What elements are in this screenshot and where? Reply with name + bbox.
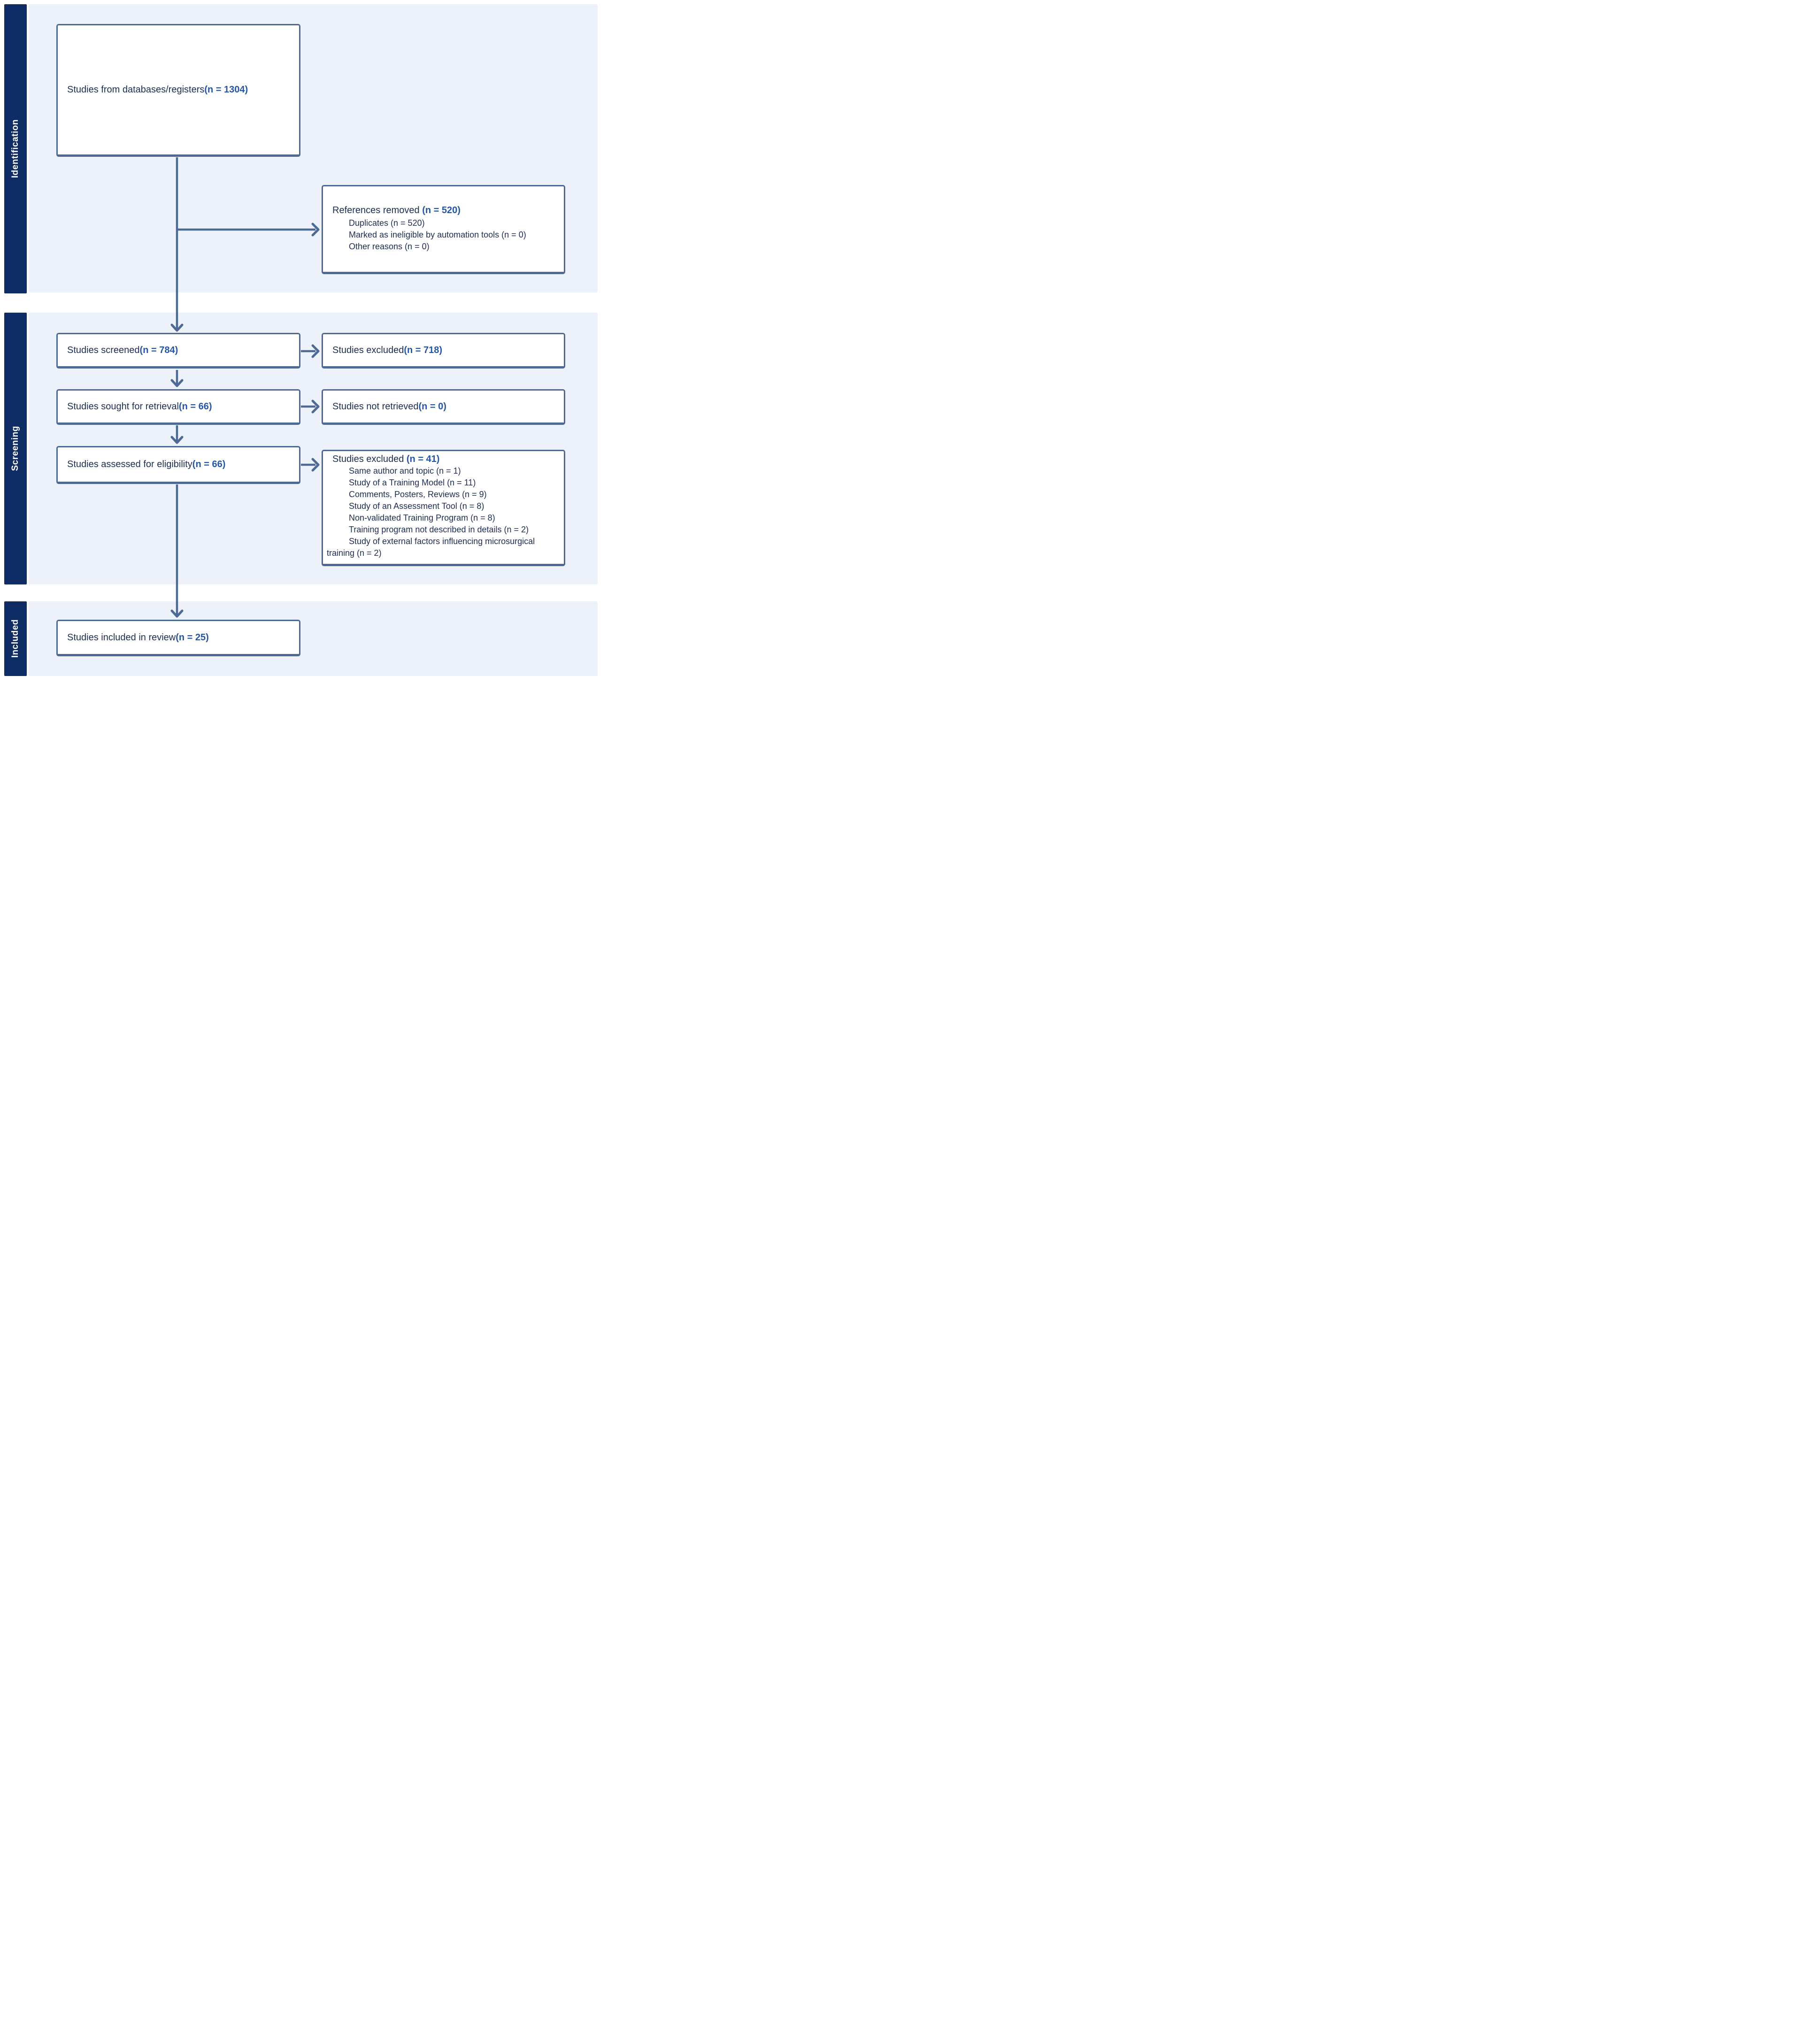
- box-count: (n = 520): [422, 205, 461, 215]
- screening-label: Screening: [10, 426, 20, 471]
- reason-item: Study of a Training Model (n = 11): [349, 478, 476, 487]
- included-rail: Included: [4, 601, 27, 676]
- identification-label: Identification: [10, 119, 20, 178]
- box-count: (n = 718): [404, 345, 443, 355]
- box-studies-assessed-eligibility: Studies assessed for eligibility (n = 66…: [56, 446, 300, 484]
- references-removed-reasons: Duplicates (n = 520) Marked as ineligibl…: [332, 217, 558, 253]
- box-studies-included-review: Studies included in review (n = 25): [56, 620, 300, 656]
- exclusion-reasons: Same author and topic (n = 1) Study of a…: [327, 465, 559, 559]
- box-label: Studies sought for retrieval: [67, 401, 179, 412]
- box-count: (n = 1304): [204, 85, 248, 95]
- box-count: (n = 66): [178, 401, 212, 412]
- reason-item: Same author and topic (n = 1): [349, 466, 461, 476]
- box-studies-screened: Studies screened (n = 784): [56, 333, 300, 369]
- reason-item: Non-validated Training Program (n = 8): [349, 513, 495, 523]
- reason-item: Other reasons (n = 0): [349, 242, 430, 251]
- reason-item: Duplicates (n = 520): [349, 218, 425, 228]
- reason-item: Training program not described in detail…: [349, 525, 529, 534]
- box-studies-not-retrieved: Studies not retrieved (n = 0): [322, 389, 565, 425]
- box-heading: Studies excluded (n = 41): [327, 454, 559, 465]
- box-label: Studies not retrieved: [332, 401, 419, 412]
- box-studies-sought-retrieval: Studies sought for retrieval (n = 66): [56, 389, 300, 425]
- box-studies-excluded-screening: Studies excluded (n = 718): [322, 333, 565, 369]
- reason-item: Study of an Assessment Tool (n = 8): [349, 501, 484, 511]
- box-heading: References removed (n = 520): [332, 205, 558, 216]
- box-count: (n = 41): [406, 454, 440, 464]
- reason-item: Comments, Posters, Reviews (n = 9): [349, 490, 487, 499]
- box-count: (n = 784): [139, 345, 178, 355]
- box-references-removed: References removed (n = 520) Duplicates …: [322, 185, 565, 274]
- box-studies-from-databases: Studies from databases/registers (n = 13…: [56, 24, 300, 157]
- screening-rail: Screening: [4, 313, 27, 584]
- box-label: Studies included in review: [67, 632, 176, 643]
- prisma-flow-diagram: Identification Screening Included Studie…: [0, 0, 602, 681]
- identification-rail: Identification: [4, 4, 27, 293]
- reason-item: Marked as ineligible by automation tools…: [349, 230, 526, 239]
- reason-item: Study of external factors influencing mi…: [327, 537, 535, 558]
- box-count: (n = 25): [176, 632, 209, 643]
- included-label: Included: [10, 619, 20, 658]
- box-label: Studies excluded: [332, 345, 404, 355]
- box-studies-excluded-eligibility: Studies excluded (n = 41) Same author an…: [322, 450, 565, 566]
- box-count: (n = 0): [418, 401, 446, 412]
- box-label: Studies excluded: [332, 454, 404, 464]
- box-label: Studies from databases/registers: [67, 85, 205, 95]
- box-count: (n = 66): [192, 459, 226, 469]
- box-label: Studies assessed for eligibility: [67, 459, 192, 469]
- box-label: Studies screened: [67, 345, 140, 355]
- box-label: References removed: [332, 205, 420, 215]
